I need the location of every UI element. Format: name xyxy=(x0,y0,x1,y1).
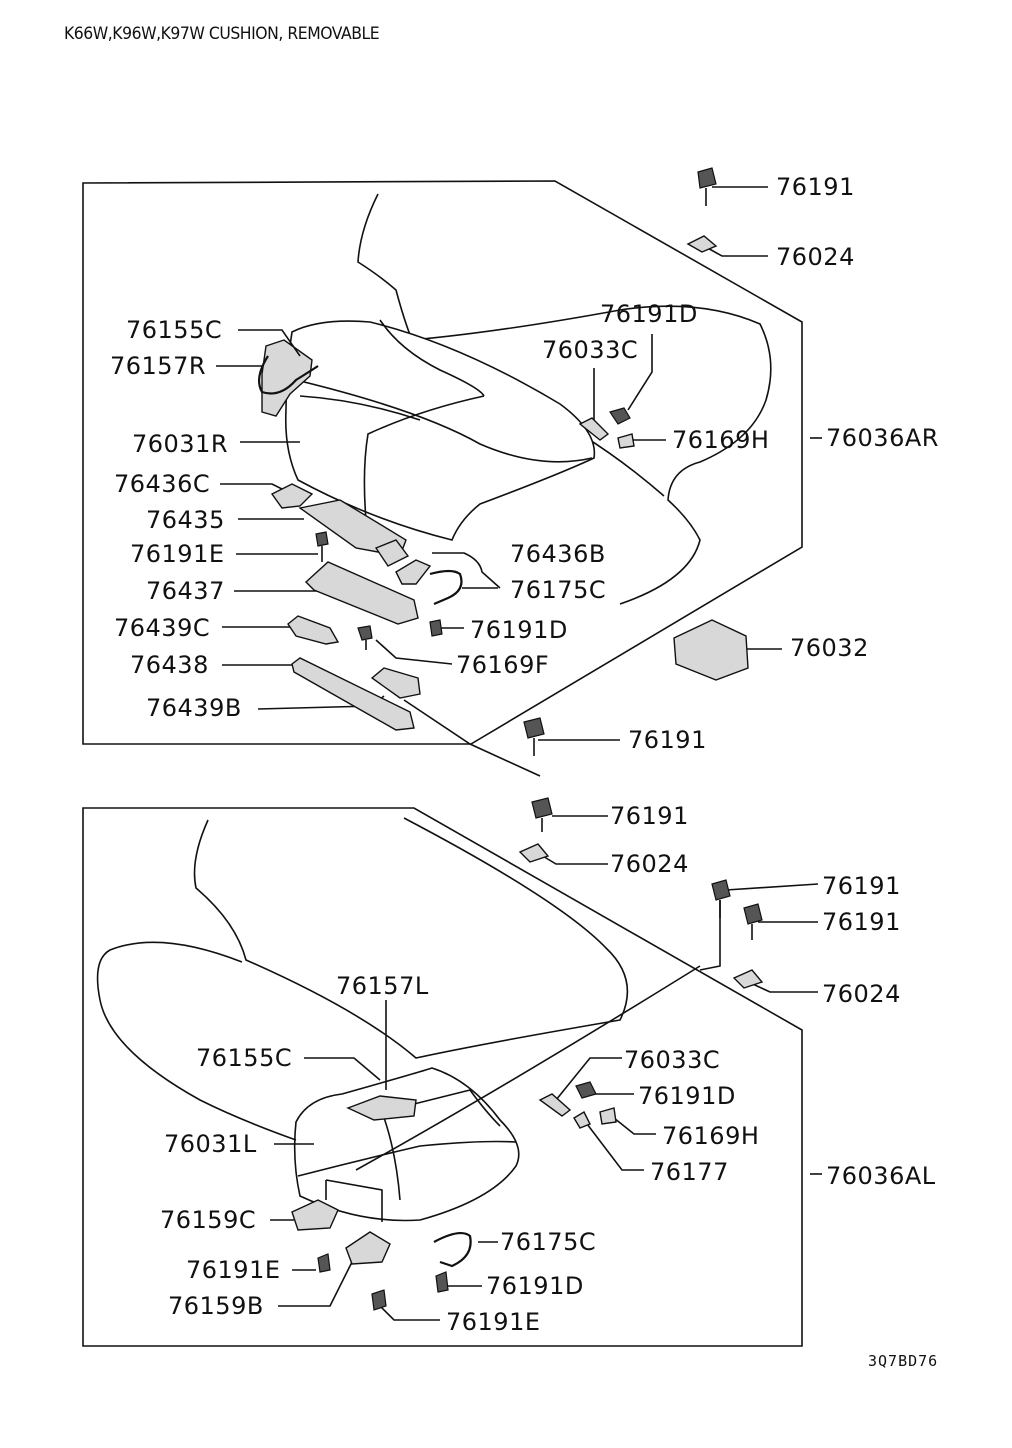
label-76437: 76437 xyxy=(146,577,225,605)
label-76436B: 76436B xyxy=(510,540,606,568)
label-76169H-upper: 76169H xyxy=(672,426,769,454)
bolt-icon xyxy=(317,1253,449,1311)
retainer-76033C xyxy=(538,1093,572,1117)
retainer-76033C xyxy=(578,417,610,441)
label-76177: 76177 xyxy=(650,1158,729,1186)
label-76036AL: 76036AL xyxy=(826,1162,936,1190)
bolt-icon xyxy=(523,717,545,756)
label-76157R: 76157R xyxy=(110,352,206,380)
bolt-icon xyxy=(315,531,329,562)
rail-76438 xyxy=(291,657,415,731)
label-76157L: 76157L xyxy=(336,972,429,1000)
upper-seatback-outline xyxy=(357,193,772,605)
lower-seatback-outline xyxy=(193,817,629,1059)
label-76031L: 76031L xyxy=(164,1130,257,1158)
bolt-icon xyxy=(531,797,553,832)
label-76191D-lower-b: 76191D xyxy=(486,1272,584,1300)
cover-76032 xyxy=(673,619,749,681)
hook-icon xyxy=(433,1231,472,1268)
clip-icon xyxy=(518,843,550,863)
label-76033C-lower: 76033C xyxy=(624,1046,720,1074)
bolt-icon xyxy=(711,879,763,940)
lower-panel-frame xyxy=(82,807,803,1347)
label-76175C-upper: 76175C xyxy=(510,576,606,604)
label-76191E-lower-b: 76191E xyxy=(446,1308,541,1336)
bracket-76159B xyxy=(345,1231,391,1265)
label-76036AR: 76036AR xyxy=(826,424,939,452)
label-76033C-upper: 76033C xyxy=(542,336,638,364)
label-76159C: 76159C xyxy=(160,1206,256,1234)
label-76159B: 76159B xyxy=(168,1292,264,1320)
label-76435: 76435 xyxy=(146,506,225,534)
bolt-icon xyxy=(609,407,635,449)
label-76032: 76032 xyxy=(790,634,869,662)
bracket-76439B xyxy=(370,667,421,699)
lower-panel xyxy=(82,797,822,1347)
label-76175C-lower: 76175C xyxy=(500,1228,596,1256)
label-76438: 76438 xyxy=(130,651,209,679)
label-76024-lower-a: 76024 xyxy=(610,850,689,878)
clip-icon xyxy=(732,969,764,989)
clip-icon xyxy=(270,483,410,567)
label-76191-upper-bottom: 76191 xyxy=(628,726,707,754)
label-76191-lower-c: 76191 xyxy=(822,908,901,936)
label-76191D-upper: 76191D xyxy=(600,300,698,328)
bracket-76159C xyxy=(291,1199,339,1231)
diagram-header-title: K66W,K96W,K97W CUSHION, REMOVABLE xyxy=(64,24,380,44)
upper-panel xyxy=(82,167,822,777)
clip-icon xyxy=(686,235,718,253)
bracket-76439C xyxy=(287,615,340,645)
label-76191E-lower-a: 76191E xyxy=(186,1256,281,1284)
figure-code: 3Q7BD76 xyxy=(868,1352,939,1370)
label-76024-lower-b: 76024 xyxy=(822,980,901,1008)
upper-panel-frame xyxy=(82,180,803,745)
label-76191E-upper: 76191E xyxy=(130,540,225,568)
label-76439B: 76439B xyxy=(146,694,242,722)
upper-cushion-76031R xyxy=(284,320,596,541)
label-76191-lower-b: 76191 xyxy=(822,872,901,900)
plate-76437 xyxy=(304,561,419,625)
label-76191-lower-a: 76191 xyxy=(610,802,689,830)
bolt-icon xyxy=(573,1081,617,1129)
hook-icon xyxy=(395,559,463,606)
label-76155C-lower: 76155C xyxy=(196,1044,292,1072)
label-76191D-upper-b: 76191D xyxy=(470,616,568,644)
label-76024-upper: 76024 xyxy=(776,243,855,271)
label-76155C-upper: 76155C xyxy=(126,316,222,344)
label-76439C: 76439C xyxy=(114,614,210,642)
label-76169H-lower: 76169H xyxy=(662,1122,759,1150)
label-76031R: 76031R xyxy=(132,430,228,458)
label-76436C: 76436C xyxy=(114,470,210,498)
label-76169F: 76169F xyxy=(456,651,549,679)
bolt-icon xyxy=(357,619,443,650)
label-76191-upper-top: 76191 xyxy=(776,173,855,201)
label-76191D-lower-a: 76191D xyxy=(638,1082,736,1110)
bolt-icon xyxy=(697,167,717,206)
lower-cushion-76031L xyxy=(293,1067,520,1222)
